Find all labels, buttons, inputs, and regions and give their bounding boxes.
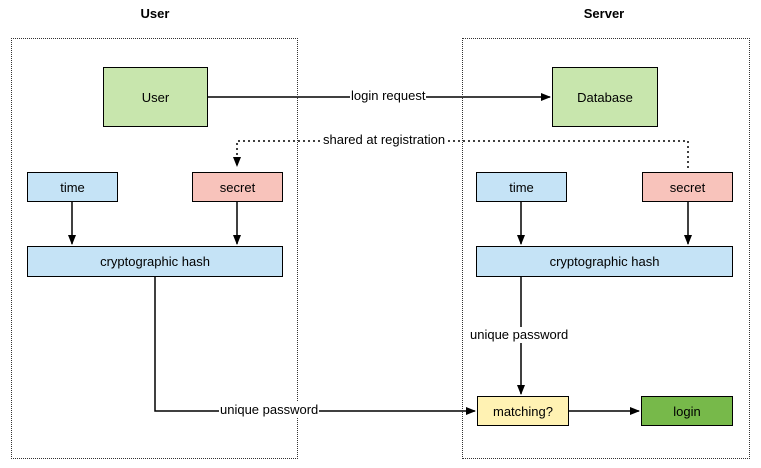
hash-node-user: cryptographic hash [27,246,283,277]
secret-node-server: secret [642,172,733,202]
time-node-server: time [476,172,567,202]
time-node-user: time [27,172,118,202]
edge-shared-at-registration [233,140,689,168]
unique-password-user-label: unique password [219,402,320,418]
shared-at-registration-label: shared at registration [322,132,447,148]
database-node: Database [552,67,658,127]
matching-node: matching? [477,396,569,426]
edge-user-hash-to-matching [154,277,476,415]
secret-node-user: secret [192,172,283,202]
server-group-box [462,38,750,459]
unique-password-server-label: unique password [469,327,570,343]
server-heading: Server [583,6,625,21]
login-node: login [641,396,733,426]
user-heading: User [140,6,170,21]
hash-node-server: cryptographic hash [476,246,733,277]
user-group-box [11,38,298,459]
login-request-label: login request [350,88,427,104]
user-node: User [103,67,208,127]
